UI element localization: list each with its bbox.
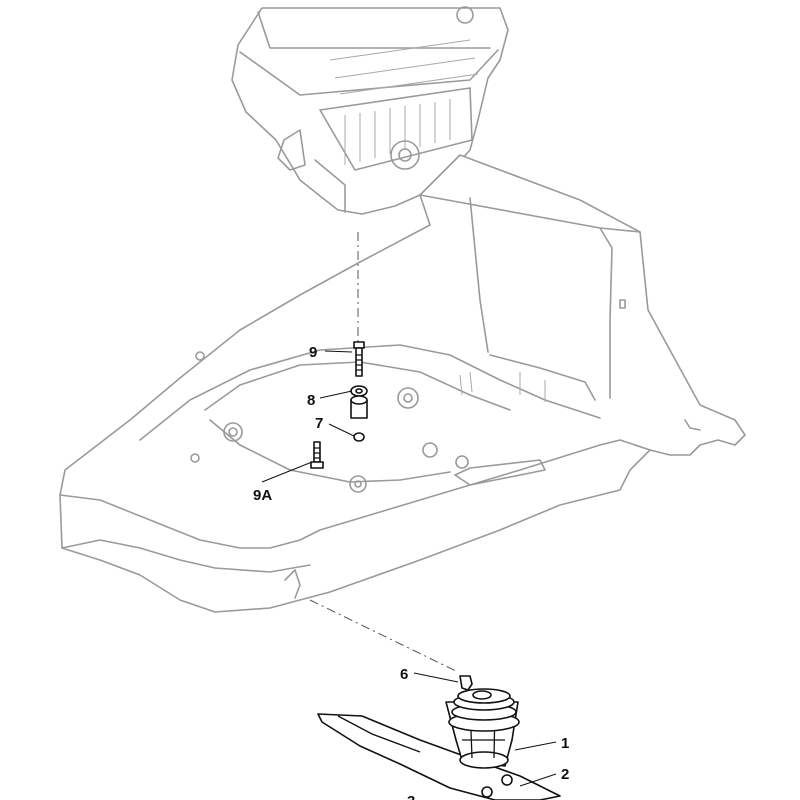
- callout-8: 8: [307, 392, 315, 409]
- leader-8: [319, 390, 353, 399]
- blade-2: [317, 713, 561, 800]
- callout-9a: 9A: [253, 487, 272, 504]
- leader-6: [413, 672, 459, 683]
- engine: [231, 6, 509, 215]
- leader-9a: [261, 461, 313, 483]
- spacer-7: [350, 395, 368, 442]
- key-6: [459, 675, 473, 691]
- callout-9: 9: [309, 344, 317, 361]
- blade-assembly: [317, 675, 561, 800]
- mower-deck: [59, 154, 746, 613]
- lower-axis-line: [309, 599, 459, 673]
- bolt-9: [353, 341, 365, 377]
- bolt-9a: [310, 441, 324, 469]
- callout-1: 1: [561, 735, 569, 752]
- washer-8: [350, 385, 368, 397]
- leader-2: [519, 773, 557, 787]
- callout-7: 7: [315, 415, 323, 432]
- leader-1: [514, 741, 557, 751]
- leader-7: [328, 423, 355, 437]
- callout-3: 3: [407, 793, 415, 800]
- leader-9: [324, 350, 353, 353]
- callout-6: 6: [400, 666, 408, 683]
- callout-2: 2: [561, 766, 569, 783]
